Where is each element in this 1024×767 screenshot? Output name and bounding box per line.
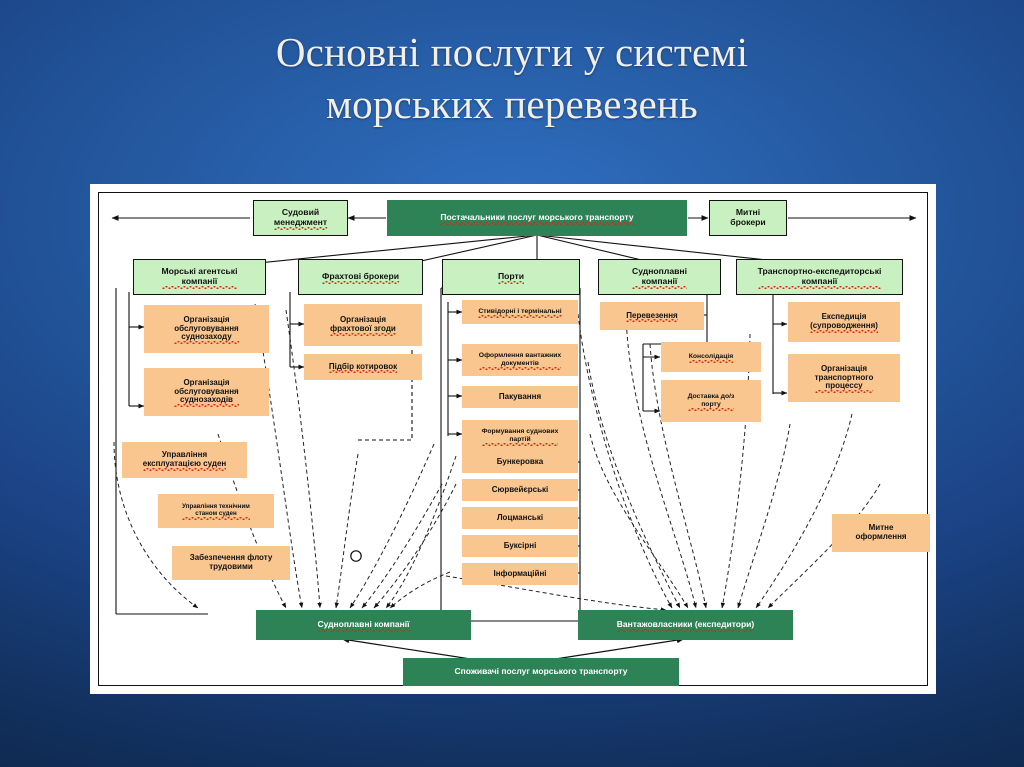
service-ports-3[interactable]: Пакування: [462, 386, 578, 408]
service-ports-bunkering[interactable]: Бункеровка: [462, 451, 578, 473]
service-shipping-carriage[interactable]: Перевезення: [600, 302, 704, 330]
node-suppliers[interactable]: Постачальники послуг морського транспорт…: [387, 200, 687, 236]
service-forwarding-expedition[interactable]: Експедиція (супроводження): [788, 302, 900, 342]
service-shipping-consolidation[interactable]: Консолідація: [661, 342, 761, 372]
service-ports-information[interactable]: Інформаційні: [462, 563, 578, 585]
service-ports-towage[interactable]: Буксірні: [462, 535, 578, 557]
service-fleet-crew[interactable]: Забезпечення флоту трудовими: [172, 546, 290, 580]
service-ports-1[interactable]: Стивідорні і термінальні: [462, 300, 578, 324]
service-chartering-1[interactable]: Організація фрахтової згоди: [304, 304, 422, 346]
service-ports-pilotage[interactable]: Лоцманські: [462, 507, 578, 529]
junction-node: [350, 550, 362, 562]
service-chartering-2[interactable]: Підбір котировок: [304, 354, 422, 380]
service-shipping-delivery[interactable]: Доставка до/з порту: [661, 380, 761, 422]
page-title: Основні послуги у системі морських перев…: [275, 29, 749, 127]
category-ports[interactable]: Порти: [442, 259, 580, 295]
node-customs-brokers[interactable]: Митні брокери: [709, 200, 787, 236]
service-ports-2[interactable]: Оформлення вантажних документів: [462, 344, 578, 376]
node-bottom-cargo-owners[interactable]: Вантажовласники (експедитори): [578, 610, 793, 640]
service-agency-1[interactable]: Організація обслуговування суднозаходу: [144, 305, 269, 353]
category-forwarding[interactable]: Транспортно-експедиторські компанії: [736, 259, 903, 295]
service-ports-4[interactable]: Формування суднових партій: [462, 420, 578, 452]
service-forwarding-process[interactable]: Організація транспортного процессу: [788, 354, 900, 402]
service-fleet-operation[interactable]: Управління експлуатацією суден: [122, 442, 247, 478]
service-agency-2[interactable]: Організація обслуговування суднозаходів: [144, 368, 269, 416]
node-bottom-shipping-companies[interactable]: Судноплавні компанії: [256, 610, 471, 640]
maritime-services-diagram: Судовий менеджмент Постачальники послуг …: [90, 184, 936, 694]
service-fleet-technical[interactable]: Управління технічним станом суден: [158, 494, 274, 528]
service-customs-clearance[interactable]: Митне оформлення: [832, 514, 930, 552]
node-ship-management[interactable]: Судовий менеджмент: [253, 200, 348, 236]
category-shipping[interactable]: Судноплавні компанії: [598, 259, 721, 295]
category-chartering[interactable]: Фрахтові брокери: [298, 259, 423, 295]
category-agency[interactable]: Морські агентські компанії: [133, 259, 266, 295]
service-ports-survey[interactable]: Сюрвейєрські: [462, 479, 578, 501]
node-bottom-consumers[interactable]: Споживачі послуг морського транспорту: [403, 658, 679, 686]
